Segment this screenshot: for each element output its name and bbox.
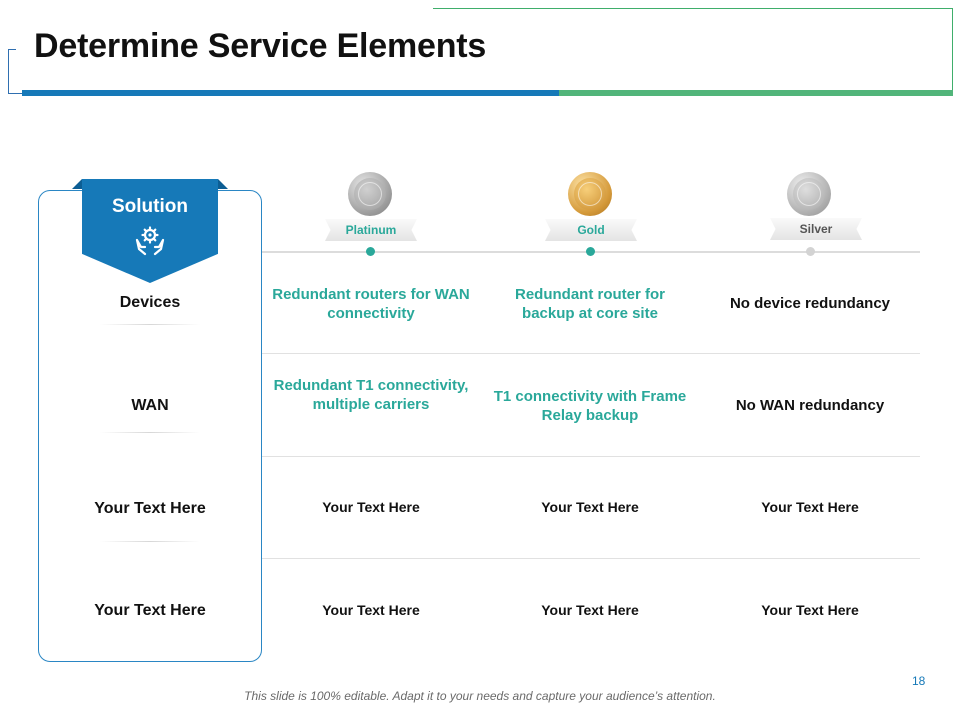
tier-label-platinum: Platinum (325, 219, 417, 241)
silver-medal-icon (787, 172, 831, 216)
title-underline-blue (22, 90, 559, 96)
header-frame-left (8, 49, 9, 94)
cell-gold-devices: Redundant router for backup at core site (515, 286, 665, 322)
slide-title: Determine Service Elements (34, 27, 487, 65)
solution-tab-fold-right (218, 179, 228, 189)
solution-row-wan: WAN (131, 397, 169, 414)
timeline-dot-gold (586, 247, 595, 256)
timeline-dot-platinum (366, 247, 375, 256)
row-divider (262, 558, 920, 559)
hands-gear-icon (135, 226, 165, 256)
cell-silver-wan: No WAN redundancy (735, 397, 885, 414)
solution-title: Solution (112, 196, 188, 217)
solution-row-divider (100, 541, 200, 542)
row-divider (262, 456, 920, 457)
tier-label-gold: Gold (545, 219, 637, 241)
solution-row-4: Your Text Here (94, 602, 206, 619)
timeline-dot-silver (806, 247, 815, 256)
cell-gold-wan: T1 connectivity with Frame Relay backup (493, 388, 687, 424)
cell-platinum-devices: Redundant routers for WAN connectivity (272, 286, 470, 322)
solution-row-divider (100, 324, 200, 325)
solution-row-divider (100, 432, 200, 433)
footer-note: This slide is 100% editable. Adapt it to… (244, 689, 716, 703)
page-number: 18 (912, 674, 926, 688)
cell-platinum-row3: Your Text Here (322, 499, 420, 515)
cell-platinum-row4: Your Text Here (322, 602, 420, 618)
header-frame-left-top (8, 49, 16, 50)
solution-row-devices: Devices (119, 294, 181, 311)
header-frame-top (433, 8, 953, 9)
tier-label-silver: Silver (770, 218, 862, 240)
header-frame-left-bottom (8, 93, 22, 94)
cell-silver-devices: No device redundancy (729, 295, 891, 312)
platinum-medal-icon (348, 172, 392, 216)
cell-gold-row3: Your Text Here (541, 499, 639, 515)
title-underline-green (559, 90, 953, 96)
cell-gold-row4: Your Text Here (541, 602, 639, 618)
header-frame-right (952, 8, 953, 92)
cell-silver-row4: Your Text Here (761, 602, 859, 618)
cell-silver-row3: Your Text Here (761, 499, 859, 515)
solution-row-3: Your Text Here (94, 500, 206, 517)
row-divider (262, 353, 920, 354)
gold-medal-icon (568, 172, 612, 216)
solution-tab-fold-left (72, 179, 82, 189)
cell-platinum-wan: Redundant T1 connectivity, multiple carr… (273, 377, 469, 413)
